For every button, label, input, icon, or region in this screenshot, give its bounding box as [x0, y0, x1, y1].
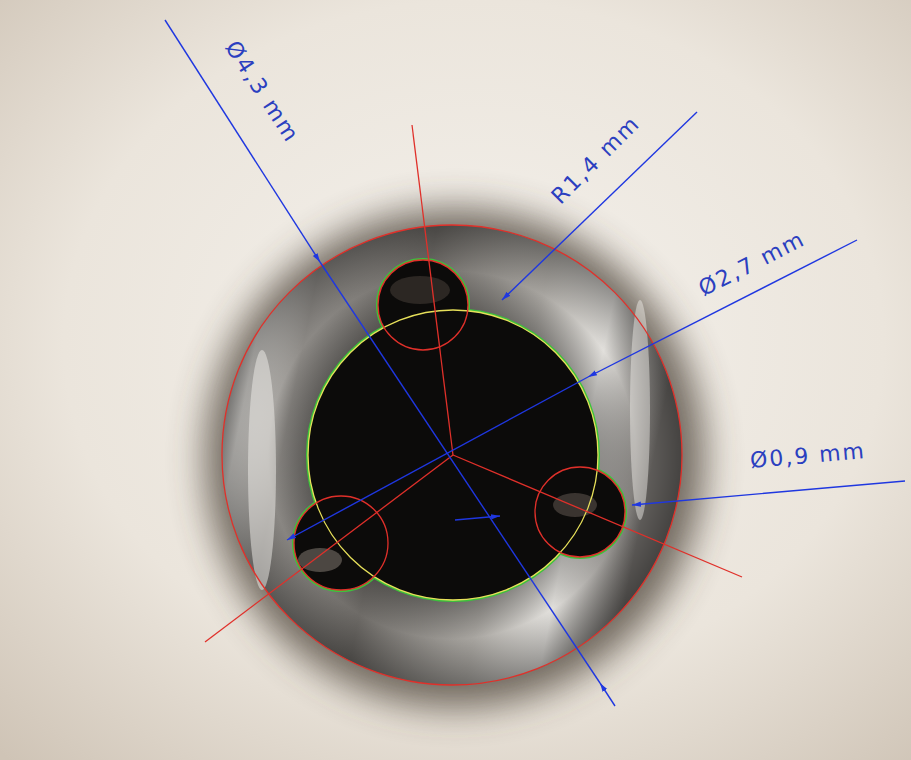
dimension-label: Ø2,7 mm: [695, 228, 808, 300]
dimension-label: Ø4,3 mm: [221, 37, 303, 146]
dimension-label: R1,4 mm: [548, 112, 644, 208]
dimension-label: Ø0,9 mm: [749, 440, 867, 472]
